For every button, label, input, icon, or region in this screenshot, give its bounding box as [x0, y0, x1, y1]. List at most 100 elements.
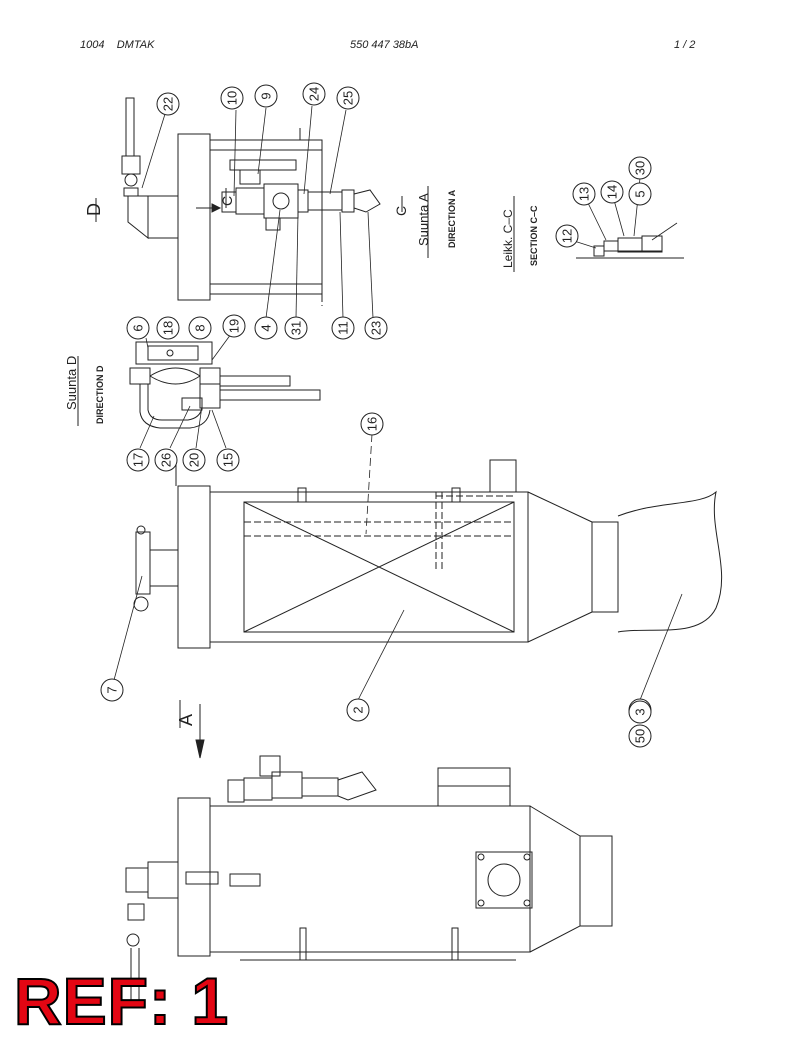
- balloon-number: 14: [605, 185, 620, 199]
- letter-c-right: C: [393, 206, 409, 216]
- balloon-number: 22: [161, 97, 176, 111]
- balloon-number: 10: [225, 91, 240, 105]
- balloon-2: 2: [346, 698, 370, 722]
- balloon-circle: [336, 86, 360, 110]
- balloon-circle: [156, 92, 180, 116]
- balloon-number: 23: [369, 321, 384, 335]
- header-left-code: 1004: [80, 39, 105, 51]
- balloon-number: 11: [336, 321, 351, 335]
- balloon-19: 19: [222, 314, 246, 338]
- balloon-13: 13: [572, 182, 596, 206]
- balloon-circle: [126, 448, 150, 472]
- ref-stamp: REF: 1: [13, 964, 230, 1038]
- direction-d-en: DIRECTION D: [95, 365, 105, 424]
- drawing-number: 550 447 38bA: [350, 39, 419, 51]
- balloon-8: 8: [188, 316, 212, 340]
- view-underlines: [77, 186, 515, 728]
- balloon-circle: [628, 724, 652, 748]
- balloon-31: 31: [284, 316, 308, 340]
- balloon-10: 10: [220, 86, 244, 110]
- leader-lines: [113, 105, 683, 701]
- balloon-18: 18: [156, 316, 180, 340]
- balloon-number: 18: [161, 321, 176, 335]
- view-annotations: D C C Suunta A DIRECTION A Leikk. C–C SE…: [64, 189, 539, 726]
- section-cc-fi: Leikk. C–C: [501, 209, 515, 268]
- balloon-50: 50: [628, 724, 652, 748]
- balloon-circle: [600, 180, 624, 204]
- direction-d-fi: Suunta D: [64, 356, 79, 410]
- balloon-11: 11: [331, 316, 355, 340]
- letter-d-label: D: [84, 203, 104, 216]
- balloon-12: 12: [555, 224, 579, 248]
- balloon-circle: [254, 316, 278, 340]
- balloon-15: 15: [216, 448, 240, 472]
- letter-a-label: A: [176, 714, 196, 726]
- balloon-circle: [331, 316, 355, 340]
- balloon-circle: [156, 316, 180, 340]
- balloon-14: 14: [600, 180, 624, 204]
- top-assembly-view: [121, 97, 403, 306]
- balloon-7: 7: [100, 678, 124, 702]
- balloon-number: 20: [187, 453, 202, 467]
- balloon-number: 31: [289, 321, 304, 335]
- balloon-number: 4: [259, 324, 274, 331]
- balloon-circle: [364, 316, 388, 340]
- balloon-3: 3: [628, 700, 652, 724]
- balloon-circle: [346, 698, 370, 722]
- balloon-circle: [572, 182, 596, 206]
- direction-d-view: [129, 341, 321, 429]
- balloon-circle: [628, 182, 652, 206]
- balloon-circle: [154, 448, 178, 472]
- balloon-number: 7: [105, 686, 120, 693]
- balloon-16: 16: [360, 412, 384, 436]
- balloon-circle: [216, 448, 240, 472]
- balloon-24: 24: [302, 82, 326, 106]
- balloon-circle: [188, 316, 212, 340]
- balloon-number: 6: [131, 324, 146, 331]
- balloon-circle: [628, 156, 652, 180]
- section-cc-en: SECTION C–C: [529, 205, 539, 266]
- header-left-name: DMTAK: [116, 39, 155, 51]
- balloon-circle: [302, 82, 326, 106]
- balloon-number: 15: [221, 453, 236, 467]
- main-section-view: [133, 459, 723, 649]
- balloon-5: 5: [628, 182, 652, 206]
- sheet-number: 1 / 2: [674, 39, 696, 51]
- balloon-number: 3: [633, 708, 648, 715]
- header-code: 1004 DMTAK: [80, 39, 154, 51]
- balloon-number: 16: [365, 417, 380, 431]
- balloon-20: 20: [182, 448, 206, 472]
- direction-a-en: DIRECTION A: [447, 189, 457, 248]
- balloon-17: 17: [126, 448, 150, 472]
- balloon-4: 4: [254, 316, 278, 340]
- balloon-number: 12: [560, 229, 575, 243]
- direction-a-fi: Suunta A: [416, 193, 431, 246]
- balloon-number: 24: [307, 87, 322, 101]
- letter-c-left: C: [219, 196, 235, 206]
- balloon-number: 13: [577, 187, 592, 201]
- balloon-number: 25: [341, 91, 356, 105]
- balloon-circle: [555, 224, 579, 248]
- balloon-23: 23: [364, 316, 388, 340]
- balloon-number: 2: [351, 706, 366, 713]
- balloon-circle: [126, 316, 150, 340]
- balloon-circle: [100, 678, 124, 702]
- balloon-circle: [220, 86, 244, 110]
- section-cc-view: [576, 235, 684, 259]
- balloon-6: 6: [126, 316, 150, 340]
- balloon-9: 9: [254, 84, 278, 108]
- balloon-number: 50: [633, 729, 648, 743]
- balloon-circle: [284, 316, 308, 340]
- balloon-circle: [222, 314, 246, 338]
- balloon-22: 22: [156, 92, 180, 116]
- balloon-number: 8: [193, 324, 208, 331]
- balloon-25: 25: [336, 86, 360, 110]
- balloon-circle: [360, 412, 384, 436]
- balloon-circle: [628, 700, 652, 724]
- balloon-26: 26: [154, 448, 178, 472]
- balloon-number: 19: [227, 319, 242, 333]
- balloon-number: 26: [159, 453, 174, 467]
- balloon-circle: [254, 84, 278, 108]
